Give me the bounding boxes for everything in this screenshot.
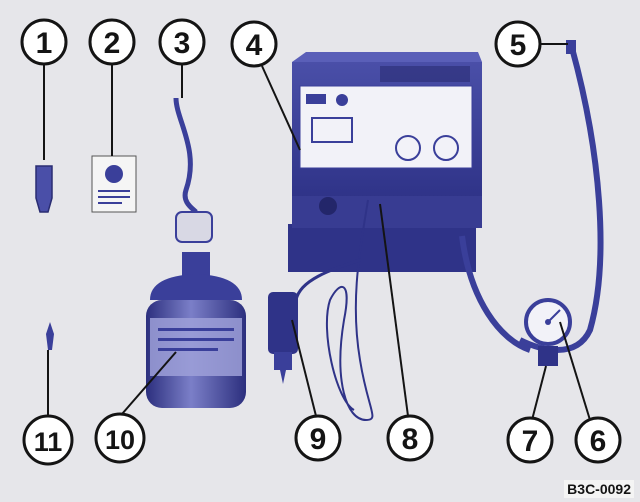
- callout-5: 5: [494, 20, 542, 68]
- power-cable: [294, 199, 374, 422]
- callout-label: 1: [36, 27, 53, 60]
- callout-8: 8: [386, 414, 434, 462]
- callout-label: 7: [522, 425, 539, 458]
- pressure-gauge: [524, 298, 572, 346]
- callout-6: 6: [574, 416, 622, 464]
- sealant-bottle: [146, 252, 246, 408]
- callout-label: 8: [402, 423, 419, 456]
- callout-label: 9: [310, 423, 327, 456]
- callout-10: 10: [94, 412, 146, 464]
- deflation-valve: [538, 346, 558, 366]
- valve-insert-tool: [46, 322, 54, 350]
- callout-3: 3: [158, 18, 206, 66]
- speed-limit-sticker: [91, 155, 137, 213]
- callout-4: 4: [230, 20, 278, 68]
- figure-code: B3C-0092: [564, 480, 634, 498]
- filler-hose: [173, 97, 213, 243]
- callout-label: 5: [510, 29, 527, 62]
- callout-label: 10: [105, 425, 135, 455]
- callout-7: 7: [506, 416, 554, 464]
- callout-label: 11: [34, 427, 63, 457]
- air-compressor: [288, 52, 482, 272]
- 12v-plug: [268, 292, 298, 384]
- callout-label: 3: [174, 27, 191, 60]
- leader-lines: [43, 43, 591, 421]
- callout-label: 6: [590, 425, 607, 458]
- callouts: 1 2 3 4 5 6 7 8 9 10 11: [20, 18, 622, 466]
- callout-9: 9: [294, 414, 342, 462]
- callout-2: 2: [88, 18, 136, 66]
- callout-1: 1: [20, 18, 68, 66]
- callout-11: 11: [22, 414, 74, 466]
- callout-label: 4: [246, 29, 263, 62]
- callout-label: 2: [104, 27, 121, 60]
- air-hose: [459, 40, 604, 353]
- filler-nozzle: [35, 165, 53, 213]
